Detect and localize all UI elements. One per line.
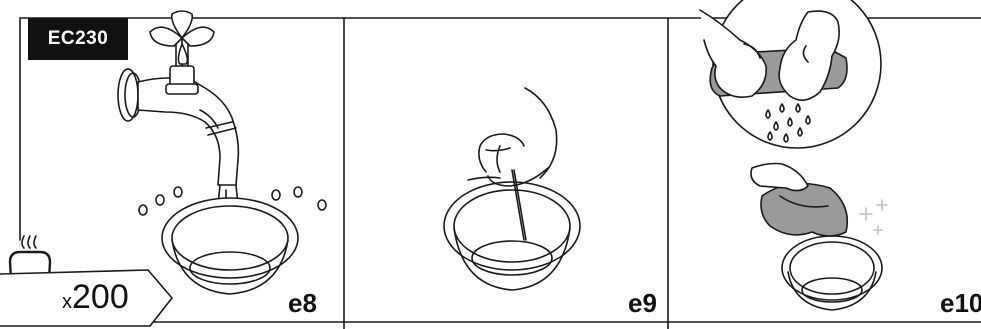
step-label-e10: e10	[940, 288, 981, 319]
sparkle-icon	[860, 200, 887, 234]
step-label-e9: e9	[628, 288, 657, 319]
wringing-cloth-inset	[700, 0, 881, 148]
repeat-counter: x200	[62, 278, 129, 317]
filter-basket-e10	[782, 236, 882, 310]
filter-basket-e8	[162, 198, 298, 294]
drying-cloth-hand	[751, 164, 847, 237]
counter-value: 200	[72, 278, 129, 316]
step-label-e8: e8	[288, 288, 317, 319]
model-badge: EC230	[28, 18, 128, 60]
counter-prefix: x	[62, 291, 72, 313]
filter-basket-e9	[444, 182, 580, 290]
